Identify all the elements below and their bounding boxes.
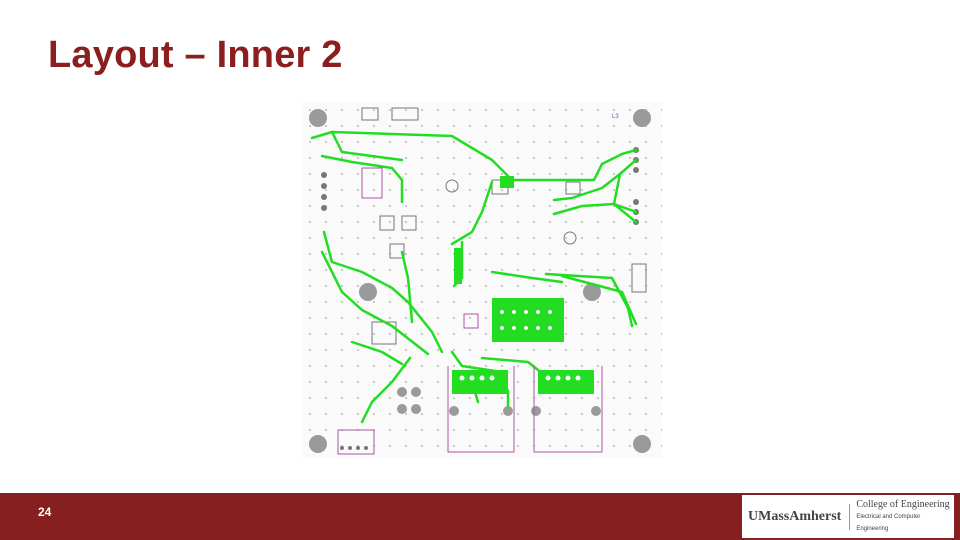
pcb-layout-image: L3 <box>302 102 662 458</box>
pcb-layout-drawing: L3 <box>302 102 662 458</box>
component-pads <box>321 147 639 450</box>
connector-outlines <box>337 167 603 455</box>
copper-pours <box>452 176 594 394</box>
slide-title: Layout – Inner 2 <box>48 34 343 76</box>
mounting-holes <box>309 109 651 453</box>
layer-label: L3 <box>612 114 619 120</box>
page-number: 24 <box>38 505 52 519</box>
university-name: UMassAmherst <box>742 503 851 530</box>
college-block: College of Engineering Electrical and Co… <box>850 499 954 535</box>
footer-bar: 24 UMassAmherst College of Engineering E… <box>0 493 960 540</box>
department-name: Electrical and Computer Engineering <box>856 513 921 532</box>
pour-vias <box>459 310 581 381</box>
college-name: College of Engineering <box>856 498 950 510</box>
university-logo: UMassAmherst College of Engineering Elec… <box>742 495 954 538</box>
